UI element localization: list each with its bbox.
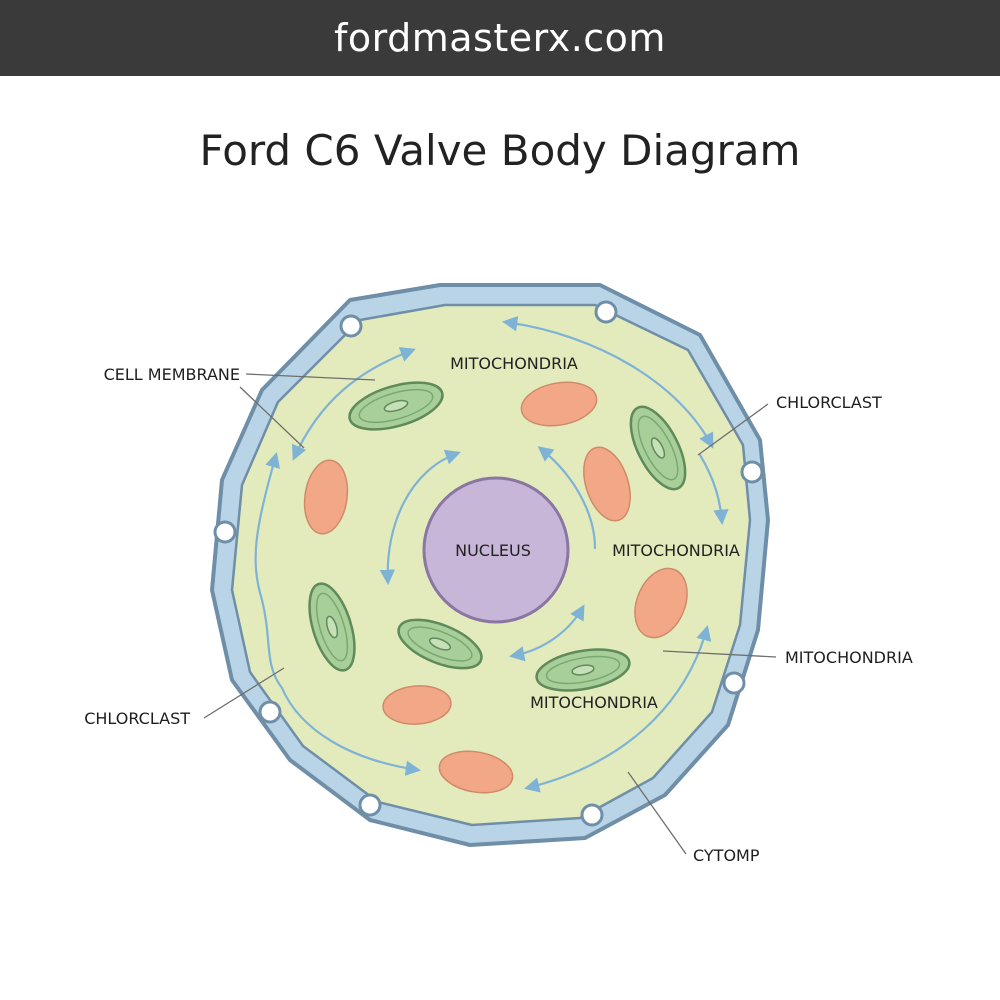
leader-line (203, 667, 285, 719)
arrow (254, 452, 284, 690)
leader-line (697, 403, 769, 456)
pore-circle (722, 671, 746, 695)
leader-lines (203, 373, 777, 855)
mitochondrion (382, 685, 452, 725)
mitochondrion (438, 750, 514, 794)
leader-line (245, 373, 376, 381)
pore-circle (358, 793, 382, 817)
label-nucleus: NUCLEUS (455, 541, 531, 560)
site-header-bar: fordmasterx.com (0, 0, 1000, 76)
diagram-title: Ford C6 Valve Body Diagram (199, 126, 801, 175)
pore-circle (740, 460, 764, 484)
site-name[interactable]: fordmasterx.com (334, 16, 666, 60)
mitochondria-group (303, 381, 688, 794)
label-mitochondria-mid: MITOCHONDRIA (612, 541, 740, 560)
label-chlorclast-left: CHLORCLAST (84, 709, 190, 728)
leader-line (627, 771, 687, 855)
label-mitochondria-top: MITOCHONDRIA (450, 354, 578, 373)
label-mitochondria-bottom: MITOCHONDRIA (530, 693, 658, 712)
arrow (280, 686, 422, 776)
label-cytomp: CYTOMP (693, 846, 760, 865)
pore-circle (339, 314, 363, 338)
arrow (379, 449, 461, 586)
arrow (698, 453, 729, 526)
label-mitochondria-right: MITOCHONDRIA (785, 648, 913, 667)
leader-line (239, 386, 305, 449)
pore-circle (258, 700, 282, 724)
chloroplast (397, 618, 483, 670)
pore-circle (213, 520, 237, 544)
label-cell-membrane: CELL MEMBRANE (104, 365, 240, 384)
label-chlorclast-right: CHLORCLAST (776, 393, 882, 412)
pore-circle (594, 300, 618, 324)
leader-line (662, 650, 777, 658)
pore-circle (580, 803, 604, 827)
chloroplast (308, 582, 356, 672)
arrow (501, 316, 714, 449)
arrow (537, 446, 597, 550)
membrane-pores (213, 300, 764, 827)
arrow (292, 347, 416, 461)
streaming-arrows (254, 316, 729, 793)
arrow (524, 625, 712, 793)
